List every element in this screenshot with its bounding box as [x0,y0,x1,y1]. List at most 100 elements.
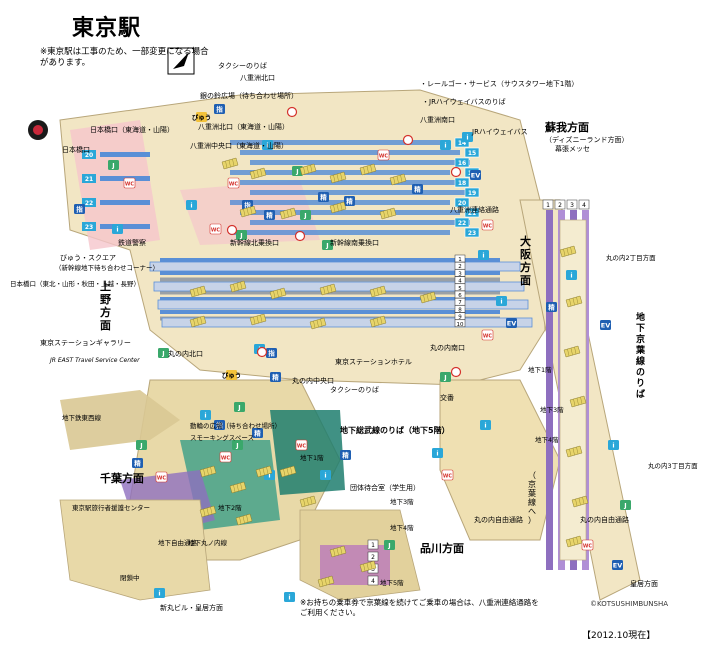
bottom-note: ※お持ちの乗車券で京葉線を続けてご乗車の場合は、八重洲連絡通路をご利用ください。 [300,598,539,617]
vertical-char: 下 [636,323,645,334]
stair [329,545,347,558]
shinkansen-number: 15 [464,147,480,158]
info-icon-text: i [484,422,486,430]
vertical-char: り [636,378,645,389]
info-icon-text: i [436,450,438,458]
label-tohoku-line: 日本橋口（東北・山形・秋田・上越・長野） [10,279,140,288]
stair [299,495,317,508]
direction-osaka: 大阪方面 [520,234,532,287]
ticket-icon: 精 [252,428,263,438]
wc-icon-text: WC [229,182,239,188]
label-layer: 蘇我方面 （ディズニーランド方面） 幕張メッセ 千葉方面 品川方面 タクシーのり… [10,61,698,612]
label-nihonbashi-line: 日本橋口（東海道・山陽） [90,125,174,134]
label-b1-right: 地下1階 [528,365,552,374]
info-icon-text: i [158,590,160,598]
midori-icon-text: 指 [268,349,275,358]
tohoku-number: 22 [82,198,96,207]
vertical-char: 大 [520,234,531,248]
label-byuu-square: びゅう・スクエア [60,254,116,262]
info-icon: i [262,140,273,150]
train-icon: J [136,440,147,450]
shinkansen-track [250,220,470,225]
shinkansen-number-text: 18 [458,180,466,187]
train-icon-text: J [325,242,328,250]
ticket-icon: 精 [344,196,355,206]
exit-marker-icon [402,134,414,146]
midori-icon-text: 指 [216,105,223,114]
info-icon: i [200,410,211,420]
info-icon: i [480,420,491,430]
info-icon-text: i [500,298,502,306]
info-icon-text: i [482,252,484,260]
info-icon-text: i [268,472,270,480]
shinkansen-number: 18 [454,177,470,188]
info-icon-text: i [266,142,268,150]
vertical-char: ば [636,388,645,400]
stair [569,395,587,408]
label-marunouchi-north: 丸の内北口 [168,349,203,358]
label-b5: 地下5階 [380,578,404,587]
shinkansen-track [230,230,450,235]
info-icon: i [440,140,451,150]
sobu-number: 1 [367,539,379,550]
platform-band [149,261,521,272]
label-b3-right: 地下3階 [540,405,564,414]
platform-track [160,310,500,314]
stair [329,171,347,184]
stair [329,201,347,214]
platform-number: 6 [454,290,466,299]
tohoku-number-text: 21 [85,176,93,183]
vertical-char: 京 [636,333,645,345]
train-icon: J [234,402,245,412]
label-yaesu-central-line: 八重洲中央口（東海道・山陽） [190,141,288,150]
stair [189,315,207,328]
ticket-icon: 精 [264,210,275,220]
shinkansen-track [230,170,450,175]
train-icon: J [440,372,451,382]
stair [369,285,387,298]
exit-marker-icon [450,166,462,178]
byuu-icon-text: びゅう [192,113,212,122]
byuu-icon: びゅう [222,370,242,380]
ticket-icon-text: 精 [254,429,261,438]
label-yaesu-north-line: 八重洲北口（東海道・山陽） [198,122,289,131]
label-marunouchi-b1-left: 地下丸ノ内線 [188,538,228,547]
train-icon: J [620,500,631,510]
label-yaesu-north-exit: 八重洲北口 [240,74,275,82]
info-icon: i [154,588,165,598]
stair [565,445,583,458]
label-shinkansen-south: 新幹線南乗換口 [330,238,379,247]
keiyo-number-text: 3 [570,202,574,209]
stair [359,560,377,573]
stair [309,317,327,330]
construction-notice: ※東京駅は工事のため、一部変更になる場合があります。 [40,47,209,68]
wc-icon: WC [481,329,494,341]
sobu-number-text: 4 [371,578,375,585]
byuu-icon-text: びゅう [222,371,242,380]
vertical-char: の [636,367,645,378]
wc-icon: WC [227,177,240,189]
elevator-icon-text: EV [471,172,480,180]
vertical-char: へ [528,507,536,516]
wc-icon: WC [219,451,232,463]
label-station-hotel: 東京ステーションホテル [335,357,412,366]
exit-marker-icon [294,230,306,242]
info-icon: i [478,250,489,260]
train-icon-text: J [443,374,446,382]
label-jr-highway-bus: JRハイウェイバス [471,128,528,136]
platform-number: 4 [454,276,466,285]
wc-icon: WC [155,471,168,483]
train-icon-text: J [303,212,306,220]
keiyo-number-text: 1 [546,202,550,209]
exit-marker-icon [450,366,462,378]
tozai-area [60,390,180,450]
keiyo-number-text: 2 [558,202,562,209]
train-icon: J [108,160,119,170]
wc-icon-text: WC [443,474,453,480]
label-yaesu-south-exit: 八重洲南口 [420,115,455,124]
info-icon-text: i [288,594,290,602]
platform-number: 9 [454,312,466,321]
keiyo-number: 2 [554,199,566,210]
stair [229,481,247,494]
sobu-number: 4 [367,575,379,586]
